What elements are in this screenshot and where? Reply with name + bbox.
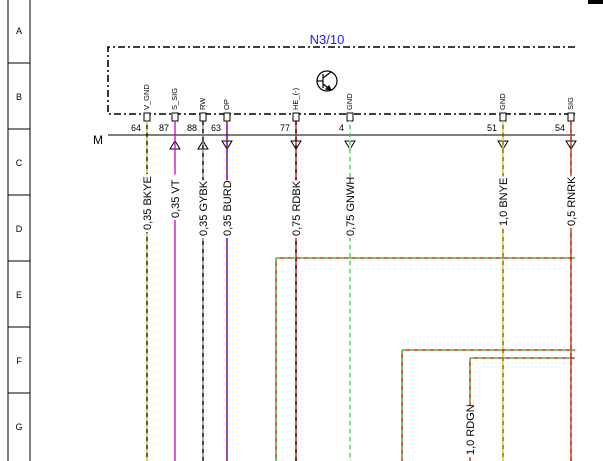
pin-number-label: 51 [487, 123, 497, 133]
pin-signal-label: S_SIG [170, 88, 179, 110]
wire-label: 0,35 VT [170, 179, 182, 218]
pin-box [346, 112, 354, 122]
wire-label-bg [463, 405, 477, 457]
component-title: N3/10 [310, 32, 345, 47]
wire-labels: 0,35 BKYE 0,35 VT 0,35 GYBK 0,35 BURD 0,75 R… [140, 174, 578, 457]
corner-mark [588, 0, 603, 4]
transistor-icon [316, 70, 338, 92]
wire-label: 0,35 BURD [222, 180, 234, 236]
pin-signal-label: GND [345, 93, 354, 110]
row-label-e: E [16, 290, 22, 300]
row-label-c: C [16, 158, 23, 168]
ground-label: M [93, 133, 103, 147]
pin-box [567, 112, 575, 122]
pin-signal-label: OP [222, 99, 231, 110]
wire-label: 0,75 GNWH [345, 177, 357, 236]
wire-label: 0,35 GYBK [198, 180, 210, 236]
pin-signal-label: HE_(-) [291, 87, 300, 110]
wire-label-bg [496, 176, 510, 228]
component-outline [107, 46, 575, 115]
pin-number-label: 64 [131, 123, 141, 133]
row-label-b: B [16, 92, 22, 102]
wire-label: 0,35 BKYE [142, 176, 154, 230]
pin-number-label: 87 [159, 123, 169, 133]
wire-label-bg [220, 180, 234, 238]
wire-label-bg [168, 174, 182, 220]
pin-number-label: 4 [339, 123, 344, 133]
pin-box [171, 112, 179, 122]
pin-number-label: 88 [187, 123, 197, 133]
wire-label: 1,0 BNYE [498, 178, 510, 226]
row-label-f: F [16, 356, 22, 366]
wire-label-bg [289, 180, 303, 238]
pin-box [199, 112, 207, 122]
pin-signal-label: V_GND [142, 84, 151, 110]
row-ruler: A B C D E F G [7, 0, 31, 461]
wire-label: 1,0 RDGN [465, 404, 477, 455]
wire-runs [146, 121, 575, 461]
row-label-g: G [15, 422, 22, 432]
component-pins: V_GND 64 S_SIG 87 RW 88 OP 63 HE_(-) 77 GND 4 GND 51 S… [131, 84, 577, 150]
pin-box [143, 112, 151, 122]
wire-label: 0,5 RNRK [566, 176, 578, 226]
row-label-d: D [16, 224, 23, 234]
pin-number-label: 63 [211, 123, 221, 133]
wire-label-bg [343, 180, 357, 238]
pin-signal-label: GND [498, 93, 507, 110]
wire-label: 0,75 RDBK [291, 180, 303, 236]
row-label-a: A [16, 26, 22, 36]
wire-label-bg [196, 180, 210, 238]
pin-box [499, 112, 507, 122]
wire-label-bg [140, 174, 154, 232]
pin-number-label: 54 [555, 123, 565, 133]
wire-label-bg [564, 176, 578, 228]
pin-box [223, 112, 231, 122]
pin-number-label: 77 [280, 123, 290, 133]
pin-signal-label: RW [198, 97, 207, 110]
pin-box [292, 112, 300, 122]
pin-signal-label: SIG [566, 97, 575, 110]
